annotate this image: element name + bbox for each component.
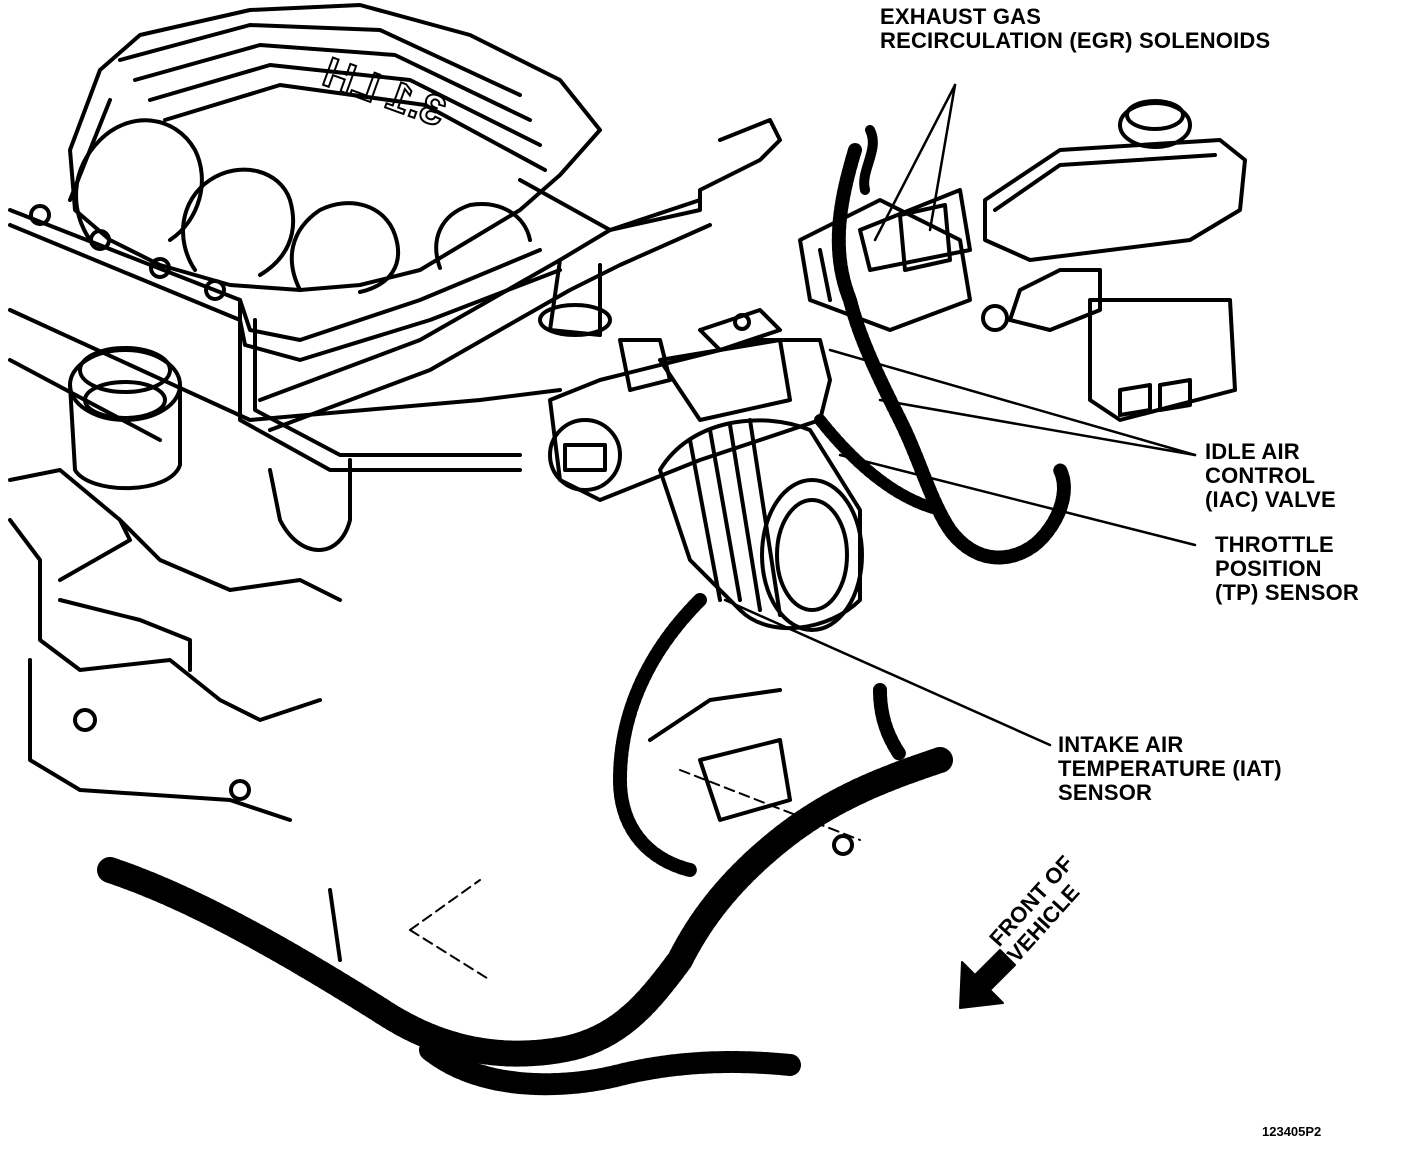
upper-wiring-harness	[814, 125, 1071, 565]
egr-label-line1: EXHAUST GAS	[880, 4, 1042, 29]
iac-label-line3: (IAC) VALVE	[1205, 487, 1336, 512]
vacuum-hoses	[258, 118, 782, 552]
figure-number: 123405P2	[1262, 1124, 1322, 1139]
egr-solenoid-bracket	[798, 188, 972, 332]
iac-leader-b	[878, 398, 1197, 457]
tp-label-line2: POSITION	[1215, 556, 1322, 581]
tp-label-line3: (TP) SENSOR	[1215, 580, 1359, 605]
egr-leader-b	[873, 83, 957, 242]
brake-reservoir	[981, 99, 1247, 422]
air-intake-duct	[658, 418, 864, 632]
iac-leader-a	[828, 348, 1197, 457]
throttle-body	[548, 308, 832, 502]
harness-bracket	[409, 688, 861, 981]
tp-label-line1: THROTTLE	[1215, 532, 1334, 557]
iat-label-line1: INTAKE AIR	[1058, 732, 1184, 757]
iac-label-line1: IDLE AIR	[1205, 439, 1300, 464]
tp-sensor-label: THROTTLE POSITION (TP) SENSOR	[1215, 533, 1359, 605]
oil-filler-cap	[68, 346, 182, 491]
fuel-rail	[8, 204, 562, 472]
iat-sensor-label: INTAKE AIR TEMPERATURE (IAT) SENSOR	[1058, 733, 1282, 805]
front-arrow	[959, 949, 1016, 1009]
iac-label-line2: CONTROL	[1205, 463, 1316, 488]
lower-wiring-harness	[97, 593, 953, 1096]
tp-leader	[838, 453, 1197, 547]
egr-label-line2: RECIRCULATION (EGR) SOLENOIDS	[880, 28, 1271, 53]
iat-label-line2: TEMPERATURE (IAT)	[1058, 756, 1282, 781]
valve-cover-text: 3.1 LH	[317, 48, 452, 135]
leader-lines	[723, 83, 1197, 747]
engine-block	[8, 308, 562, 822]
egr-solenoids-label: EXHAUST GAS RECIRCULATION (EGR) SOLENOID…	[880, 5, 1270, 53]
iat-leader	[723, 598, 1052, 747]
iac-valve-label: IDLE AIR CONTROL (IAC) VALVE	[1205, 440, 1336, 512]
iat-label-line3: SENSOR	[1058, 780, 1153, 805]
egr-leader-a	[928, 83, 957, 232]
